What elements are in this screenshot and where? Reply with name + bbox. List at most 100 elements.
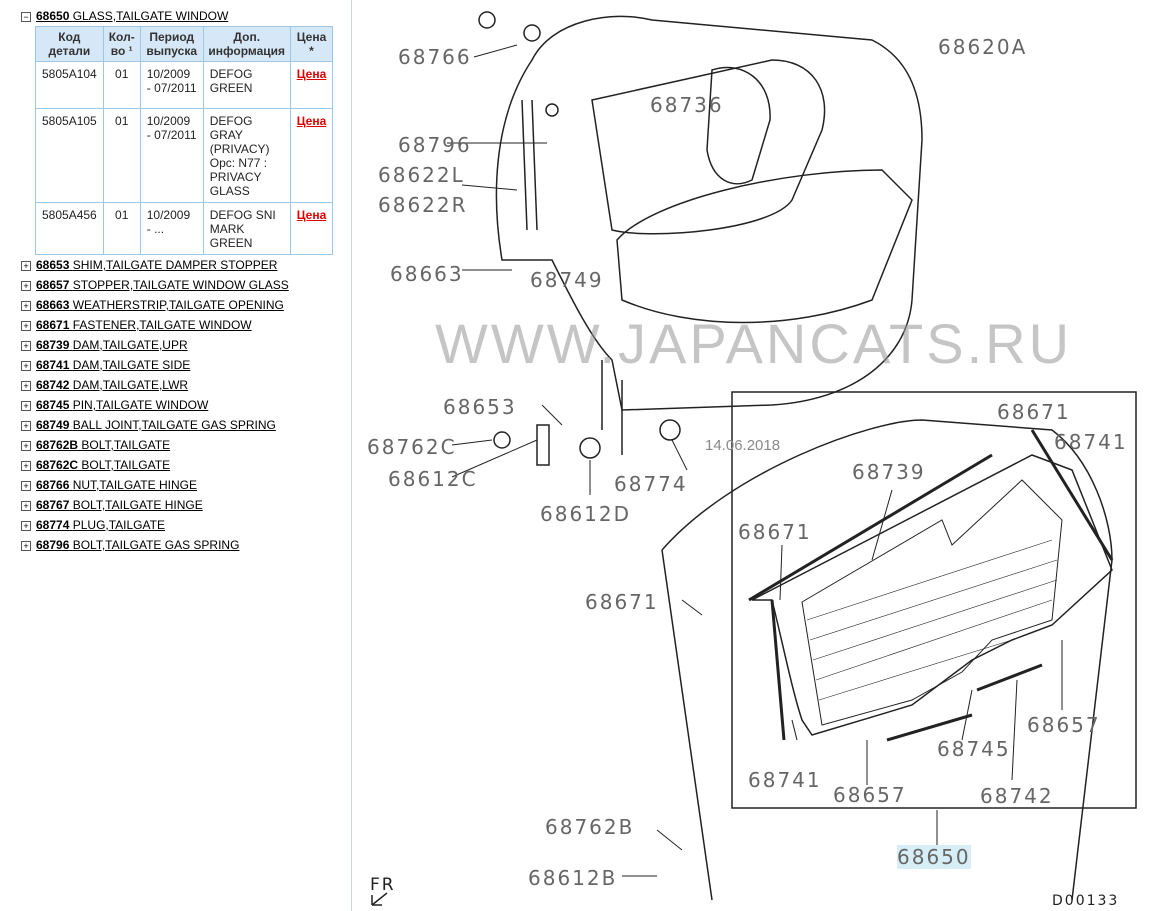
callout-68796[interactable]: 68796 bbox=[398, 133, 472, 157]
col-info: Доп. информация bbox=[202, 26, 291, 62]
part-group-item[interactable]: +68796 BOLT,TAILGATE GAS SPRING bbox=[21, 537, 289, 557]
part-group-link[interactable]: 68742 DAM,TAILGATE,LWR bbox=[36, 378, 188, 392]
part-group-link[interactable]: 68653 SHIM,TAILGATE DAMPER STOPPER bbox=[36, 258, 277, 272]
part-group-link[interactable]: 68766 NUT,TAILGATE HINGE bbox=[36, 478, 197, 492]
collapse-icon[interactable]: − bbox=[21, 11, 31, 22]
callout-68671[interactable]: 68671 bbox=[997, 400, 1071, 424]
part-group-link[interactable]: 68663 WEATHERSTRIP,TAILGATE OPENING bbox=[36, 298, 284, 312]
part-group-item[interactable]: +68741 DAM,TAILGATE SIDE bbox=[21, 357, 289, 377]
expand-icon[interactable]: + bbox=[21, 480, 31, 491]
part-group-link[interactable]: 68657 STOPPER,TAILGATE WINDOW GLASS bbox=[36, 278, 289, 292]
callout-68622R[interactable]: 68622R bbox=[378, 193, 468, 217]
col-code: Код детали bbox=[35, 26, 104, 62]
callout-68741[interactable]: 68741 bbox=[1054, 430, 1128, 454]
part-name: BOLT,TAILGATE HINGE bbox=[72, 498, 203, 512]
part-code: 68796 bbox=[36, 538, 70, 552]
part-group-item[interactable]: +68663 WEATHERSTRIP,TAILGATE OPENING bbox=[21, 297, 289, 317]
callout-68739[interactable]: 68739 bbox=[852, 460, 926, 484]
expand-icon[interactable]: + bbox=[21, 360, 31, 371]
callout-68671[interactable]: 68671 bbox=[738, 520, 812, 544]
part-group-link[interactable]: 68796 BOLT,TAILGATE GAS SPRING bbox=[36, 538, 239, 552]
diagram-drawing bbox=[371, 11, 1137, 906]
callout-68736[interactable]: 68736 bbox=[650, 93, 724, 117]
part-code: 68762B bbox=[36, 438, 79, 452]
part-group-link[interactable]: 68762C BOLT,TAILGATE bbox=[36, 458, 170, 472]
table-row: 5805A104 01 10/2009 - 07/2011 DEFOG GREE… bbox=[35, 61, 334, 109]
callout-68671[interactable]: 68671 bbox=[585, 590, 659, 614]
part-group-item[interactable]: +68774 PLUG,TAILGATE bbox=[21, 517, 289, 537]
expand-icon[interactable]: + bbox=[21, 420, 31, 431]
part-code: 68663 bbox=[36, 298, 70, 312]
part-name: PLUG,TAILGATE bbox=[72, 518, 165, 532]
part-name: BALL JOINT,TAILGATE GAS SPRING bbox=[72, 418, 276, 432]
expand-icon[interactable]: + bbox=[21, 400, 31, 411]
expand-icon[interactable]: + bbox=[21, 300, 31, 311]
part-group-item[interactable]: +68745 PIN,TAILGATE WINDOW bbox=[21, 397, 289, 417]
expand-icon[interactable]: + bbox=[21, 380, 31, 391]
expand-icon[interactable]: + bbox=[21, 500, 31, 511]
price-link[interactable]: Цена bbox=[296, 208, 327, 222]
part-name: DAM,TAILGATE,LWR bbox=[72, 378, 189, 392]
callout-68762C[interactable]: 68762C bbox=[367, 435, 457, 459]
part-name: BOLT,TAILGATE GAS SPRING bbox=[72, 538, 240, 552]
callout-68774[interactable]: 68774 bbox=[614, 472, 688, 496]
part-group-item[interactable]: +68653 SHIM,TAILGATE DAMPER STOPPER bbox=[21, 257, 289, 277]
part-code: 68767 bbox=[36, 498, 70, 512]
part-group-link[interactable]: 68671 FASTENER,TAILGATE WINDOW bbox=[36, 318, 252, 332]
expand-icon[interactable]: + bbox=[21, 440, 31, 451]
price-link[interactable]: Цена bbox=[296, 114, 327, 128]
part-group-item[interactable]: +68762C BOLT,TAILGATE bbox=[21, 457, 289, 477]
part-group-item[interactable]: +68762B BOLT,TAILGATE bbox=[21, 437, 289, 457]
callout-68657[interactable]: 68657 bbox=[1027, 713, 1101, 737]
group-link[interactable]: 68650 GLASS,TAILGATE WINDOW bbox=[36, 9, 229, 23]
qty: 01 bbox=[102, 202, 141, 255]
part-code: 68762C bbox=[36, 458, 79, 472]
part-group-link[interactable]: 68767 BOLT,TAILGATE HINGE bbox=[36, 498, 203, 512]
part-group-link[interactable]: 68739 DAM,TAILGATE,UPR bbox=[36, 338, 188, 352]
callout-68745[interactable]: 68745 bbox=[937, 737, 1011, 761]
callout-68612B[interactable]: 68612B bbox=[528, 866, 618, 890]
part-group-link[interactable]: 68741 DAM,TAILGATE SIDE bbox=[36, 358, 190, 372]
part-name: BOLT,TAILGATE bbox=[81, 438, 171, 452]
part-group-link[interactable]: 68749 BALL JOINT,TAILGATE GAS SPRING bbox=[36, 418, 276, 432]
part-group-item[interactable]: +68739 DAM,TAILGATE,UPR bbox=[21, 337, 289, 357]
part-code: 68742 bbox=[36, 378, 70, 392]
part-code: 68749 bbox=[36, 418, 70, 432]
expand-icon[interactable]: + bbox=[21, 520, 31, 531]
part-group-link[interactable]: 68774 PLUG,TAILGATE bbox=[36, 518, 165, 532]
part-group-link[interactable]: 68745 PIN,TAILGATE WINDOW bbox=[36, 398, 208, 412]
part-group-item[interactable]: +68671 FASTENER,TAILGATE WINDOW bbox=[21, 317, 289, 337]
part-group-item[interactable]: +68742 DAM,TAILGATE,LWR bbox=[21, 377, 289, 397]
callout-68749[interactable]: 68749 bbox=[530, 268, 604, 292]
callout-68766[interactable]: 68766 bbox=[398, 45, 472, 69]
part-group-item[interactable]: +68767 BOLT,TAILGATE HINGE bbox=[21, 497, 289, 517]
part-group-item[interactable]: +68657 STOPPER,TAILGATE WINDOW GLASS bbox=[21, 277, 289, 297]
part-code: 68653 bbox=[36, 258, 70, 272]
callout-68653[interactable]: 68653 bbox=[443, 395, 517, 419]
callout-68742[interactable]: 68742 bbox=[980, 784, 1054, 808]
callout-68762B[interactable]: 68762B bbox=[545, 815, 635, 839]
direction-label: FR bbox=[370, 875, 396, 895]
callout-68612D[interactable]: 68612D bbox=[540, 502, 632, 526]
callout-68612C[interactable]: 68612C bbox=[388, 467, 478, 491]
callout-68657[interactable]: 68657 bbox=[833, 783, 907, 807]
part-group-item[interactable]: +68766 NUT,TAILGATE HINGE bbox=[21, 477, 289, 497]
expand-icon[interactable]: + bbox=[21, 340, 31, 351]
callout-68622L[interactable]: 68622L bbox=[378, 163, 465, 187]
expand-icon[interactable]: + bbox=[21, 540, 31, 551]
callout-68650[interactable]: 68650 bbox=[897, 845, 971, 869]
callout-68741[interactable]: 68741 bbox=[748, 768, 822, 792]
part-group-item[interactable]: +68749 BALL JOINT,TAILGATE GAS SPRING bbox=[21, 417, 289, 437]
group-header[interactable]: −68650 GLASS,TAILGATE WINDOW bbox=[21, 9, 228, 23]
callout-68620A[interactable]: 68620A bbox=[938, 35, 1028, 59]
callout-68663[interactable]: 68663 bbox=[390, 262, 464, 286]
expand-icon[interactable]: + bbox=[21, 260, 31, 271]
watermark: WWW.JAPANCATS.RU bbox=[435, 312, 1073, 375]
expand-icon[interactable]: + bbox=[21, 320, 31, 331]
part-group-link[interactable]: 68762B BOLT,TAILGATE bbox=[36, 438, 170, 452]
expand-icon[interactable]: + bbox=[21, 280, 31, 291]
price-link[interactable]: Цена bbox=[296, 67, 327, 81]
expand-icon[interactable]: + bbox=[21, 460, 31, 471]
table-row: 5805A105 01 10/2009 - 07/2011 DEFOG GRAY… bbox=[35, 108, 334, 203]
